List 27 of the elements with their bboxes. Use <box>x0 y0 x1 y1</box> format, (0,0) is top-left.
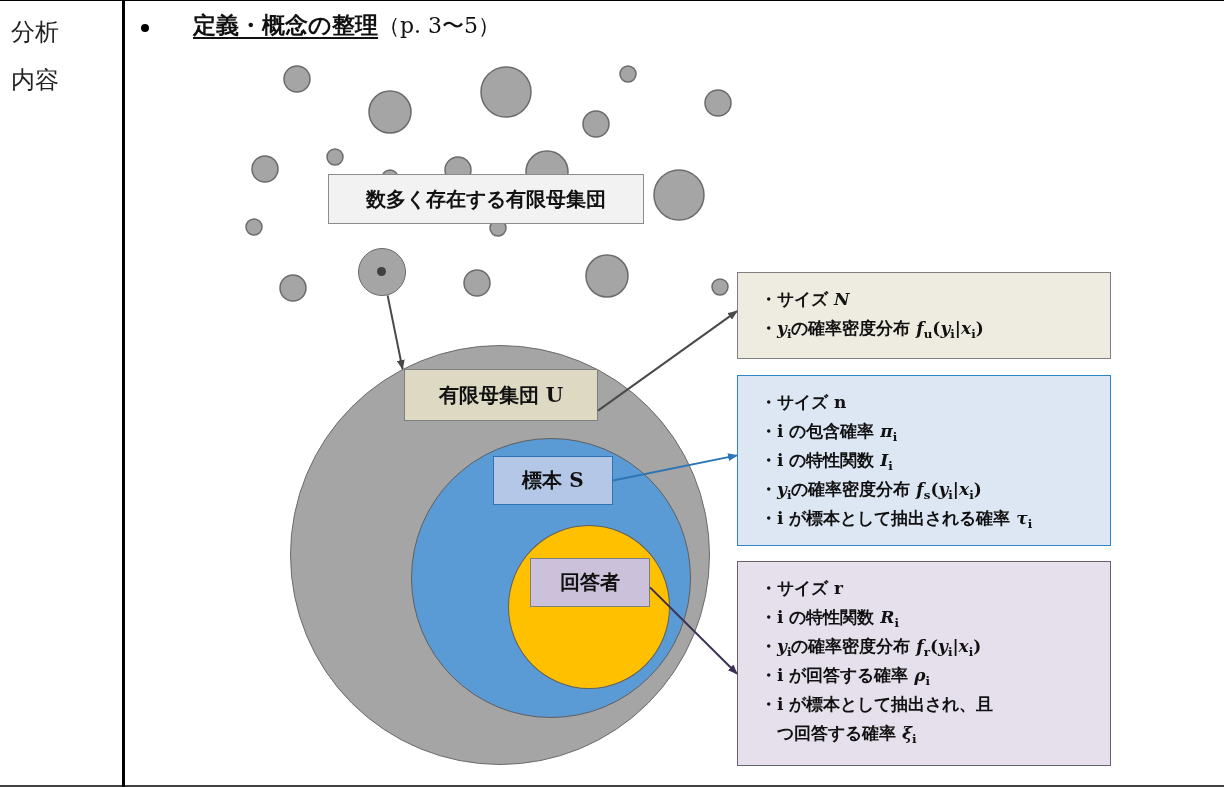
bullet-item: ・サイズ n <box>760 391 847 414</box>
population-circle <box>358 248 406 296</box>
label-box: 数多く存在する有限母集団 <box>328 174 644 224</box>
bullet-item: ・i が回答する確率 ρ$_{i}$ <box>760 664 931 690</box>
label-box: 有限母集団 U <box>404 369 598 421</box>
bullet-item: ・サイズ r <box>760 577 843 600</box>
row-header: 分析内容 <box>11 17 60 96</box>
bullet-item: ・i の包含確率 π$_{i}$ <box>760 420 898 446</box>
arrow <box>649 586 738 675</box>
label-box: 標本 S <box>493 456 613 505</box>
bullet-item: ・y$_{i}$の確率密度分布 f$_{r}$(y$_{i}$|x$_{i}$) <box>760 635 982 661</box>
arrow <box>386 294 405 370</box>
page-reference: （p. 3〜5） <box>378 12 501 40</box>
label-box: 回答者 <box>530 558 650 607</box>
bullet-item: ・i の特性関数 I$_{i}$ <box>760 449 893 475</box>
arrow <box>597 310 738 412</box>
bullet-item: ・y$_{i}$の確率密度分布 f$_{u}$(y$_{i}$|x$_{i}$) <box>760 317 984 343</box>
info-box <box>737 561 1111 766</box>
bullet-item: ・サイズ N <box>760 288 850 311</box>
arrow <box>612 453 738 482</box>
bullet-item: ・i が標本として抽出される確率 τ$_{i}$ <box>760 507 1033 533</box>
bullet-item: ・i が標本として抽出され、且つ回答する確率 ξ$_{i}$ <box>760 693 995 748</box>
info-box <box>737 375 1111 546</box>
section-title: 定義・概念の整理 <box>193 10 378 40</box>
bullet-item: ・i の特性関数 R$_{i}$ <box>760 606 899 632</box>
info-box <box>737 272 1111 359</box>
bullet-item: ・y$_{i}$の確率密度分布 f$_{s}$(y$_{i}$|x$_{i}$) <box>760 478 982 504</box>
